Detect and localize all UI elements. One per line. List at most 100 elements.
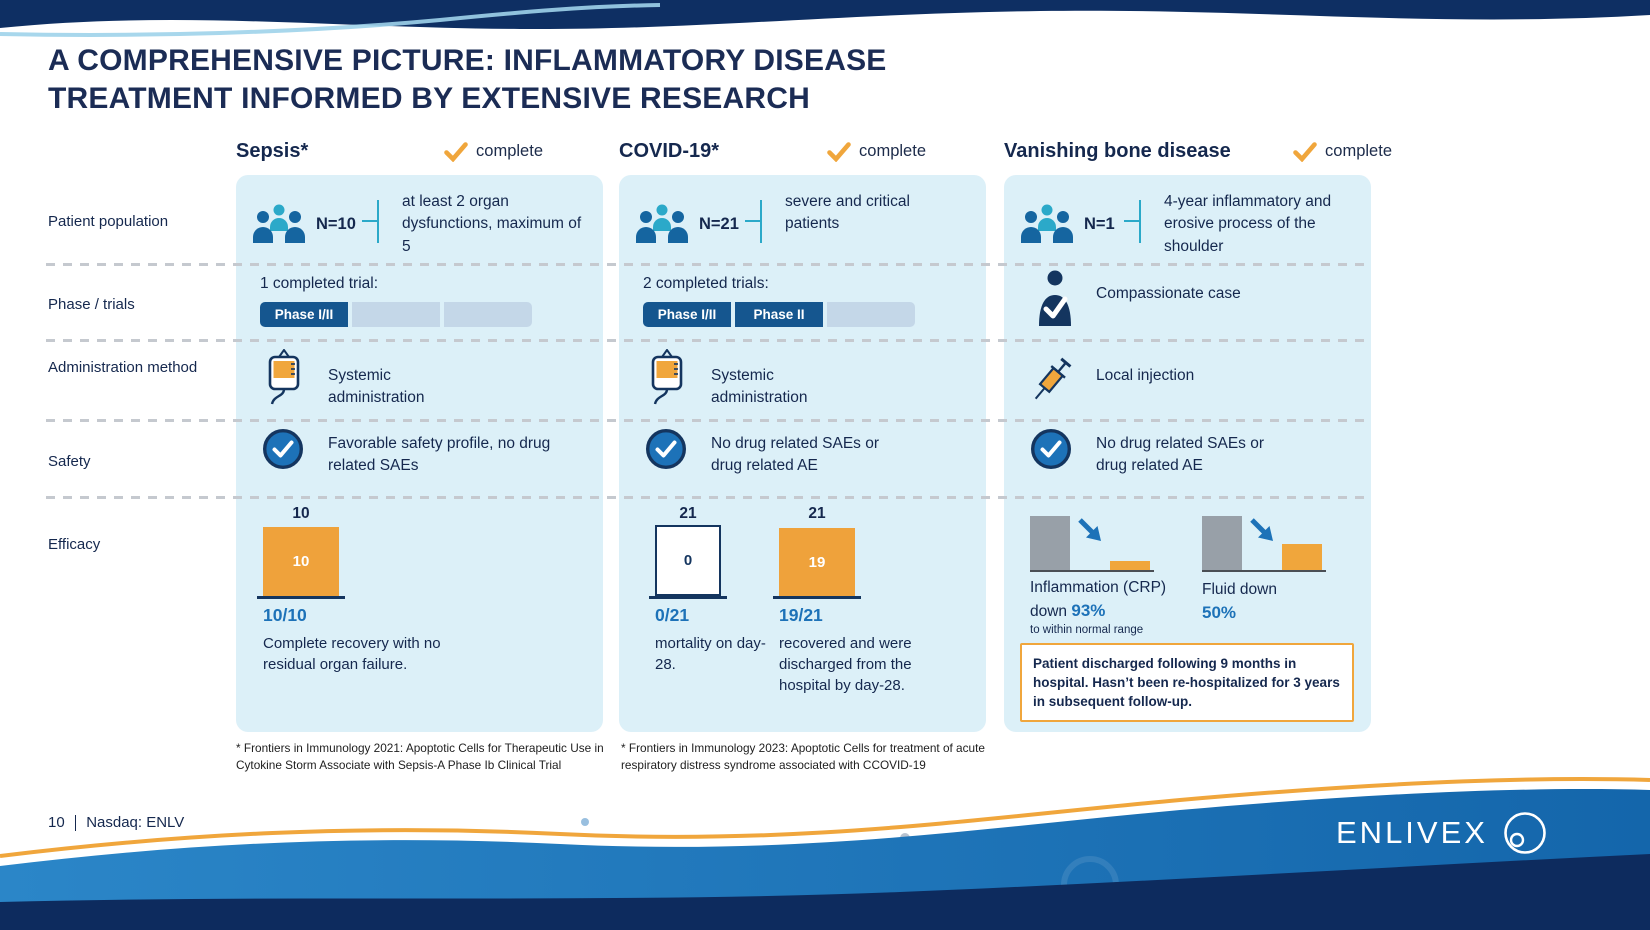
safety-check-badge-icon (646, 429, 686, 469)
covid-panel: N=21 severe and critical patients 2 comp… (619, 175, 986, 732)
row-label-patient-population: Patient population (48, 213, 169, 230)
title-line-1: A COMPREHENSIVE PICTURE: INFLAMMATORY DI… (48, 44, 887, 77)
patient-count: N=21 (699, 215, 739, 233)
row-label-phase-trials: Phase / trials (48, 296, 135, 313)
patients-group-icon (1021, 204, 1073, 243)
safety-text: No drug related SAEs or drug related AE (1096, 435, 1265, 474)
phase-segment-3 (827, 302, 915, 327)
administration-text: Local injection (1096, 367, 1195, 384)
patients-group-icon (636, 204, 688, 243)
ticker-label: Nasdaq: ENLV (86, 814, 185, 831)
vanishing-bone-panel: N=1 4-year inflammatory and erosive proc… (1004, 175, 1371, 732)
decrease-arrow-icon (1078, 518, 1101, 541)
crp-metric: Inflammation (CRP) down 93% (1030, 579, 1167, 620)
efficacy-result: 10/10 (263, 605, 307, 625)
chart-baseline (649, 596, 727, 599)
administration-text: Systemic administration (711, 367, 808, 406)
row-divider (46, 419, 1372, 422)
fluid-metric: Fluid down 50% (1202, 581, 1277, 622)
row-label-safety: Safety (48, 453, 91, 470)
efficacy-bar: 10 (263, 527, 339, 596)
column-title-sepsis: Sepsis* (236, 140, 309, 162)
recovered-result: 19/21 (779, 605, 823, 625)
check-icon (1293, 141, 1317, 162)
page-number: 10 (48, 814, 65, 831)
recovered-bar: 19 (779, 528, 855, 596)
population-description: severe and critical patients (785, 193, 910, 233)
title-line-2: TREATMENT INFORMED BY EXTENSIVE RESEARCH (48, 82, 810, 116)
status-label: complete (859, 142, 926, 160)
compassionate-case-text: Compassionate case (1096, 285, 1241, 302)
safety-check-badge-icon (1031, 429, 1071, 469)
row-label-administration-method: Administration method (48, 359, 198, 376)
status-label: complete (1325, 142, 1392, 160)
crp-decrease-chart (1030, 513, 1160, 572)
patient-count: N=1 (1084, 215, 1115, 233)
safety-text: Favorable safety profile, no drug relate… (328, 435, 551, 474)
status-badge: complete (1293, 141, 1392, 162)
bottom-wave-decoration (0, 777, 1650, 930)
check-icon (827, 141, 851, 162)
column-header-sepsis: Sepsis* complete (236, 140, 603, 163)
phase-progress-bar: Phase I/II (260, 302, 532, 327)
phase-progress-bar: Phase I/II Phase II (643, 302, 915, 327)
before-bar (1202, 516, 1242, 570)
safety-text: No drug related SAEs or drug related AE (711, 435, 880, 474)
connector-line (1124, 200, 1141, 243)
trials-intro: 1 completed trial: (260, 275, 379, 292)
fluid-decrease-chart (1202, 513, 1332, 572)
covid-footnote: * Frontiers in Immunology 2023: Apoptoti… (621, 741, 985, 772)
bar-total-label: 21 (679, 505, 697, 522)
row-divider (46, 263, 1372, 266)
connector-line (745, 200, 762, 243)
syringe-icon (1034, 357, 1072, 400)
patient-count: N=10 (316, 215, 356, 233)
page-title: A COMPREHENSIVE PICTURE: INFLAMMATORY DI… (48, 42, 1008, 119)
chart-baseline (1202, 570, 1326, 572)
after-bar (1282, 544, 1322, 570)
row-divider (46, 496, 1372, 499)
trials-intro: 2 completed trials: (643, 275, 769, 292)
column-title-vanishing-bone: Vanishing bone disease (1004, 140, 1231, 162)
mortality-caption: mortality on day-28. (655, 635, 766, 673)
efficacy-caption: Complete recovery with no residual organ… (263, 635, 441, 673)
iv-bag-icon (651, 349, 683, 405)
before-bar (1030, 516, 1070, 570)
crp-value: 93% (1071, 600, 1106, 620)
top-wave-decoration (0, 0, 1650, 37)
iv-bag-icon (268, 349, 300, 405)
phase-segment-1: Phase I/II (643, 302, 731, 327)
status-badge: complete (827, 141, 926, 162)
mortality-result: 0/21 (655, 605, 690, 625)
row-divider (46, 339, 1372, 342)
enlivex-logo-text: ENLIVEX (1336, 815, 1488, 850)
population-description: 4-year inflammatory and erosive process … (1164, 193, 1332, 255)
recovered-caption: recovered and were discharged from the h… (779, 635, 912, 694)
bar-total-label: 10 (292, 505, 310, 522)
mortality-bar: 0 (655, 525, 721, 596)
chart-baseline (1030, 570, 1154, 572)
slide-footer: 10 Nasdaq: ENLV (48, 814, 184, 831)
sepsis-panel: N=10 at least 2 organ dysfunctions, maxi… (236, 175, 603, 732)
chart-baseline (773, 596, 861, 599)
sepsis-footnote: * Frontiers in Immunology 2021: Apoptoti… (236, 741, 604, 772)
administration-text: Systemic administration (328, 367, 425, 406)
enlivex-logo-icon (1504, 812, 1546, 854)
phase-segment-3 (444, 302, 532, 327)
phase-segment-2 (352, 302, 440, 327)
after-bar (1110, 561, 1150, 570)
crp-note: to within normal range (1030, 624, 1144, 636)
check-icon (444, 141, 468, 162)
fluid-value: 50% (1202, 602, 1237, 622)
patient-outcome-callout: Patient discharged following 9 months in… (1020, 643, 1354, 723)
enlivex-logo: ENLIVEX (1336, 810, 1548, 856)
status-label: complete (476, 142, 543, 160)
compassionate-case-person-icon (1039, 270, 1071, 326)
bar-total-label: 21 (808, 505, 826, 522)
footer-divider (74, 814, 77, 831)
phase-segment-2: Phase II (735, 302, 823, 327)
phase-segment-1: Phase I/II (260, 302, 348, 327)
population-description: at least 2 organ dysfunctions, maximum o… (402, 193, 582, 255)
chart-baseline (257, 596, 345, 599)
